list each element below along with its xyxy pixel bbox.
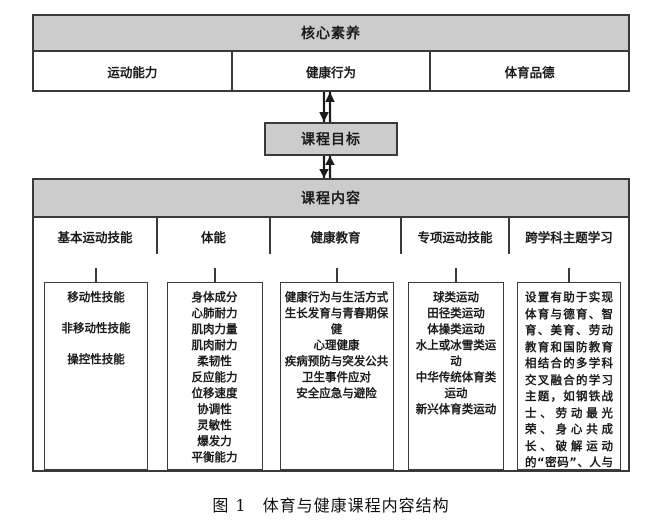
connector-stub-3: [455, 268, 457, 282]
content-leaf-box-1: 身体成分 心肺耐力 肌肉力量 肌肉耐力 柔韧性 反应能力 位移速度 协调性 灵敏…: [166, 282, 263, 470]
leaf-item: 心肺耐力: [191, 306, 238, 320]
leaf-item: 新兴体育类运动: [415, 402, 497, 416]
leaf-item: 体操类运动: [427, 322, 485, 336]
leaf-item: 安全应急与避险: [296, 386, 377, 400]
leaf-item: 非移动性技能: [61, 321, 131, 335]
connector-stub-4: [568, 268, 570, 282]
content-leaf-slot-3: 球类运动 田径类运动 体操类运动 水上或冰雪类运动 中华传统体育类运动 新兴体育…: [402, 268, 510, 470]
leaf-item: 中华传统体育类运动: [415, 370, 497, 400]
content-column-header-2: 健康教育: [271, 218, 402, 254]
connector-stub-0: [95, 268, 97, 282]
leaf-item: 位移速度: [191, 386, 238, 400]
leaf-item: 疾病预防与突发公共卫生事件应对: [284, 354, 389, 384]
core-competency-item-1: 健康行为: [233, 52, 432, 90]
double-arrow-core-to-goal-icon: [316, 92, 338, 122]
leaf-item: 生长发育与青春期保健: [284, 306, 389, 336]
leaf-item: 球类运动: [433, 290, 479, 304]
course-content-title: 课程内容: [34, 180, 628, 218]
double-arrow-goal-to-content-icon: [316, 156, 338, 178]
course-goal-box: 课程目标: [264, 122, 398, 156]
content-column-header-4: 跨学科主题学习: [525, 229, 613, 245]
leaf-item: 反应能力: [191, 370, 238, 384]
core-competency-item-2: 体育品德: [504, 64, 555, 80]
leaf-item: 水上或冰雪类运动: [415, 338, 497, 368]
leaf-item: 心理健康: [313, 338, 360, 352]
core-competency-block: 核心素养 运动能力 健康行为 体育品德: [32, 14, 630, 92]
leaf-item: 灵敏性: [197, 418, 232, 432]
course-goal-title: 课程目标: [301, 132, 361, 148]
core-competency-item-0: 运动能力: [34, 52, 233, 90]
content-leaf-box-3: 球类运动 田径类运动 体操类运动 水上或冰雪类运动 中华传统体育类运动 新兴体育…: [408, 282, 504, 470]
leaf-item: 肌肉力量: [191, 322, 238, 336]
leaf-item: 协调性: [197, 402, 232, 416]
content-leaf-box-0: 移动性技能 非移动性技能 操控性技能: [44, 282, 148, 470]
figure-caption: 图 1 体育与健康课程内容结构: [0, 492, 662, 516]
content-leaf-row: 移动性技能 非移动性技能 操控性技能 身体成分 心肺耐力 肌肉力量 肌肉耐力 柔…: [34, 268, 628, 470]
figure-caption-label: 图 1: [212, 496, 247, 515]
leaf-item: 肌肉耐力: [191, 338, 238, 352]
leaf-item: 身体成分: [191, 290, 238, 304]
leaf-item: 操控性技能: [67, 352, 125, 366]
leaf-item: 移动性技能: [67, 290, 125, 304]
leaf-item: 健康行为与生活方式: [284, 290, 389, 304]
leaf-item: 田径类运动: [427, 306, 485, 320]
core-competency-row: 运动能力 健康行为 体育品德: [34, 52, 628, 90]
course-content-header-row: 基本运动技能 体能 健康教育 专项运动技能 跨学科主题学习: [34, 218, 628, 254]
content-leaf-box-4: 设置有助于实现体育与德育、智育、美育、劳动教育和国防教育相结合的多学科交叉融合的…: [517, 282, 621, 470]
content-column-header-0: 基本运动技能: [34, 218, 158, 254]
content-column-header-1: 体能: [158, 218, 271, 254]
course-content-block: 课程内容 基本运动技能 体能 健康教育 专项运动技能 跨学科主题学习 移动性技能…: [32, 178, 630, 472]
content-leaf-slot-1: 身体成分 心肺耐力 肌肉力量 肌肉耐力 柔韧性 反应能力 位移速度 协调性 灵敏…: [158, 268, 271, 470]
content-column-header-3: 专项运动技能: [402, 218, 510, 254]
content-leaf-slot-0: 移动性技能 非移动性技能 操控性技能: [34, 268, 158, 470]
figure-caption-title: 体育与健康课程内容结构: [262, 496, 450, 515]
connector-stub-2: [335, 268, 338, 282]
connector-stub-1: [213, 268, 216, 282]
leaf-item: 平衡能力: [191, 450, 238, 464]
leaf-item: 爆发力: [197, 434, 232, 448]
content-leaf-slot-4: 设置有助于实现体育与德育、智育、美育、劳动教育和国防教育相结合的多学科交叉融合的…: [510, 268, 628, 470]
content-leaf-box-2: 健康行为与生活方式 生长发育与青春期保健 心理健康 疾病预防与突发公共卫生事件应…: [279, 282, 394, 470]
core-competency-title: 核心素养: [34, 16, 628, 52]
content-leaf-slot-2: 健康行为与生活方式 生长发育与青春期保健 心理健康 疾病预防与突发公共卫生事件应…: [271, 268, 402, 470]
leaf-item: 柔韧性: [197, 354, 232, 368]
